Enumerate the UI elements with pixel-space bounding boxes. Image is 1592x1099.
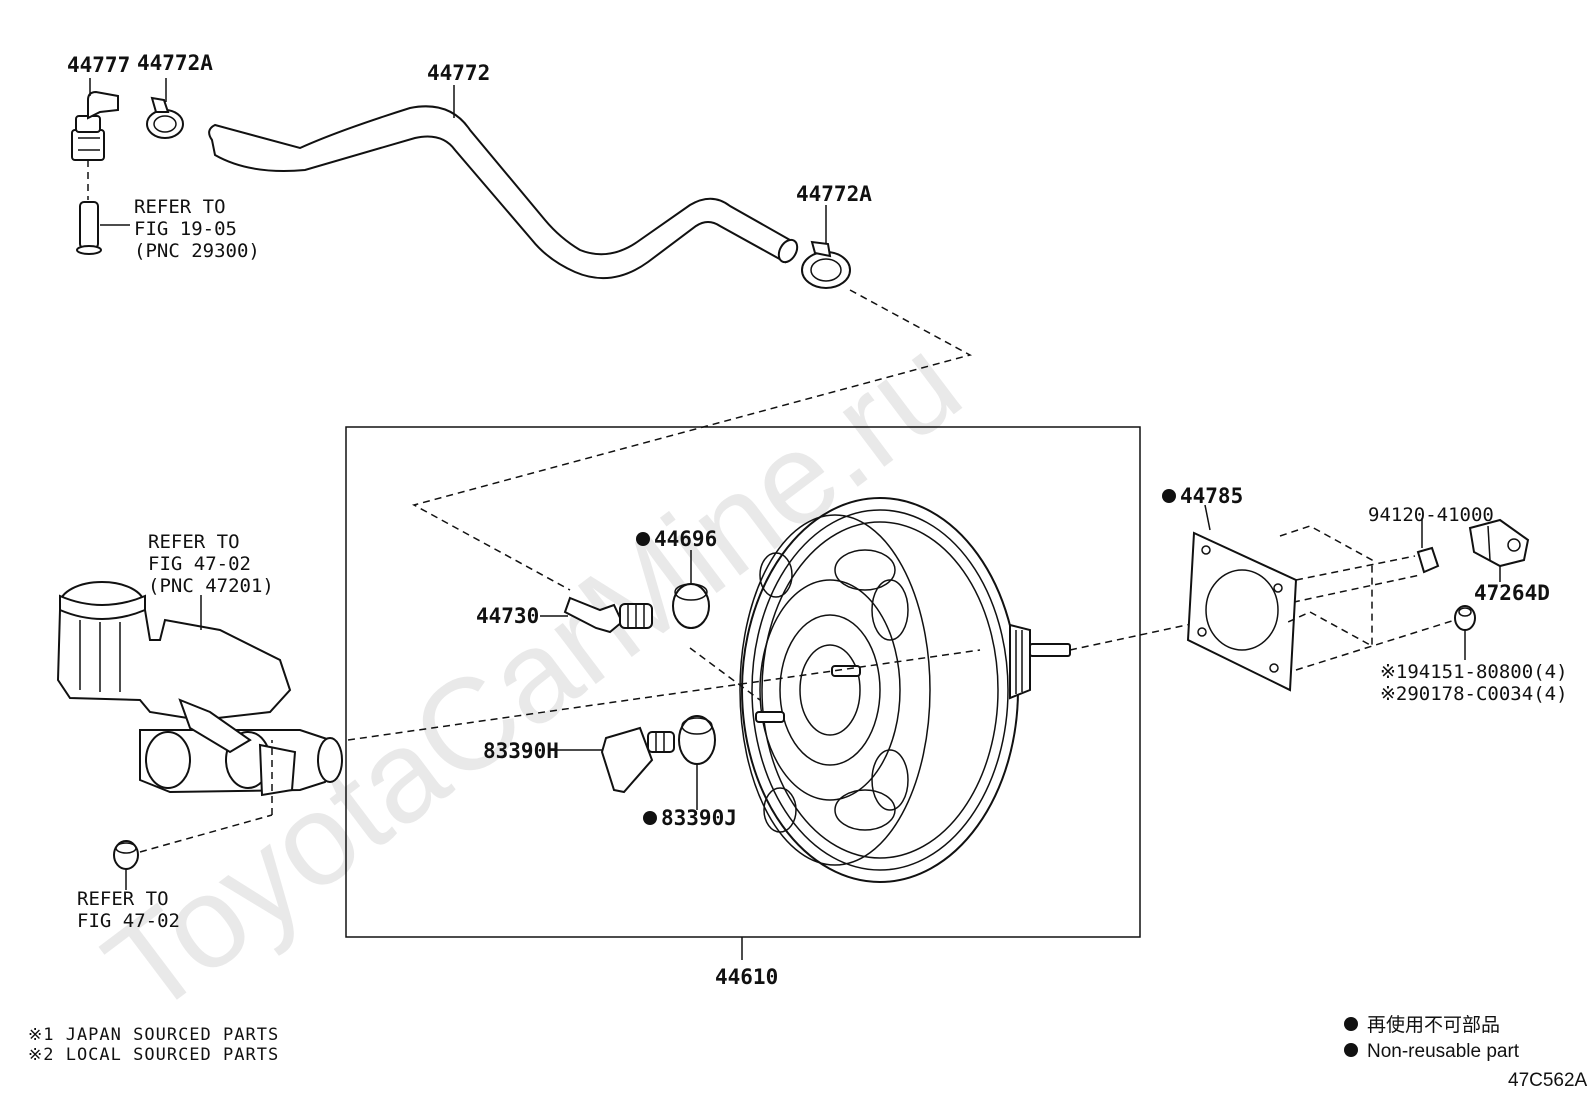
legend-text-jp: 再使用不可部品 — [1367, 1014, 1500, 1036]
gasket-44785-part[interactable] — [1186, 531, 1298, 692]
sensor-83390H-part[interactable] — [600, 726, 675, 794]
label-44772A-top[interactable]: 44772A — [137, 51, 213, 75]
non-reusable-bullet-83390J — [643, 811, 657, 825]
grommet-44696-part[interactable] — [672, 583, 710, 629]
label-194151-80800[interactable]: ※194151-80800(4) — [1380, 661, 1568, 683]
dashed-route-hose — [411, 289, 973, 591]
label-83390H[interactable]: 83390H — [483, 739, 559, 763]
non-reusable-bullet-44785 — [1162, 489, 1176, 503]
check-valve-part[interactable] — [76, 201, 102, 255]
brake-booster-44610-part[interactable] — [739, 497, 1071, 883]
refer-fig4702-line2: FIG 47-02 — [77, 910, 180, 932]
label-44772A-mid[interactable]: 44772A — [796, 182, 872, 206]
refer-fig1905-line1: REFER TO — [134, 196, 226, 218]
label-44785[interactable]: 44785 — [1180, 484, 1243, 508]
label-94120-41000[interactable]: 94120-41000 — [1368, 504, 1494, 526]
check-valve-44730-part[interactable] — [563, 596, 653, 634]
union-44777-part[interactable] — [71, 90, 119, 161]
refer-fig4702-pnc-line2: FIG 47-02 — [148, 553, 251, 575]
booster-assembly-frame — [345, 426, 1141, 938]
label-290178-C0034[interactable]: ※290178-C0034(4) — [1380, 683, 1568, 705]
refer-fig4702-pnc-line1: REFER TO — [148, 531, 240, 553]
refer-fig4702-line1: REFER TO — [77, 888, 169, 910]
nut-94120-41000-part[interactable] — [1416, 546, 1440, 574]
washer-194151-part[interactable] — [1454, 605, 1476, 631]
refer-fig1905-line3: (PNC 29300) — [134, 240, 260, 262]
vacuum-hose-44772-part[interactable] — [208, 105, 801, 280]
non-reusable-bullet-44696 — [636, 532, 650, 546]
leader-44785 — [1204, 504, 1211, 531]
reservoir-plug-part[interactable] — [113, 840, 139, 870]
label-44777[interactable]: 44777 — [67, 53, 130, 77]
dashed-bracket-box — [1279, 525, 1373, 648]
legend-text-en: Non-reusable part — [1367, 1041, 1520, 1062]
clevis-47264D-part[interactable] — [1468, 518, 1530, 568]
footnote-japan-sourced: ※1 JAPAN SOURCED PARTS — [28, 1025, 279, 1045]
label-44730[interactable]: 44730 — [476, 604, 539, 628]
dashed-route-plug — [139, 814, 273, 853]
diagram-code: 47C562A — [1508, 1070, 1588, 1091]
legend-bullet-jp — [1344, 1017, 1358, 1031]
label-44696[interactable]: 44696 — [654, 527, 717, 551]
footnote-local-sourced: ※2 LOCAL SOURCED PARTS — [28, 1045, 279, 1065]
refer-fig1905-line2: FIG 19-05 — [134, 218, 237, 240]
dashed-route-master — [347, 649, 981, 741]
dashed-route-83390 — [689, 647, 761, 701]
label-44772[interactable]: 44772 — [427, 61, 490, 85]
hose-clamp-44772A-mid-part[interactable] — [801, 240, 851, 289]
dashed-route-bolt — [1295, 619, 1456, 671]
label-83390J[interactable]: 83390J — [661, 806, 737, 830]
hose-clamp-44772A-top-part[interactable] — [146, 96, 184, 139]
refer-fig4702-pnc-line3: (PNC 47201) — [148, 575, 274, 597]
dashed-route-nut — [1295, 555, 1416, 581]
label-44610[interactable]: 44610 — [715, 965, 778, 989]
master-cylinder-part[interactable] — [56, 581, 343, 797]
label-47264D[interactable]: 47264D — [1474, 581, 1550, 605]
grommet-83390J-part[interactable] — [678, 715, 716, 765]
legend-bullet-en — [1344, 1043, 1358, 1057]
